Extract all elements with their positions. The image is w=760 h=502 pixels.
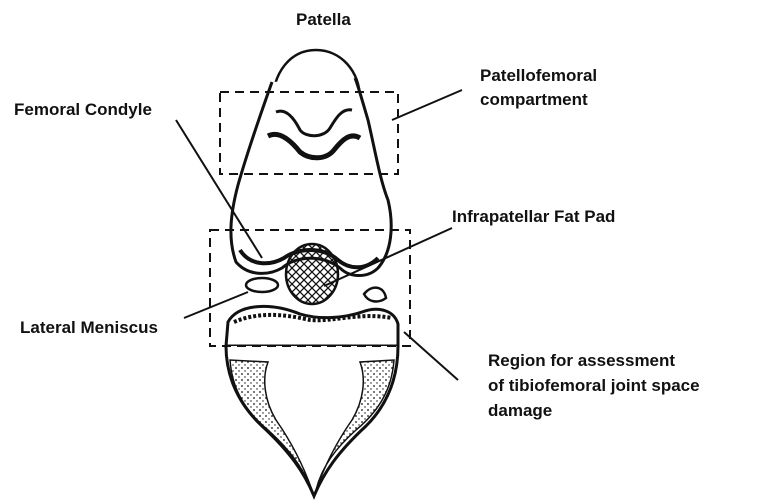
infrapatellar-label: Infrapatellar Fat Pad	[452, 206, 615, 228]
tibial-plateau	[226, 306, 398, 346]
leader-patellofemoral	[392, 90, 462, 120]
patellofemoral-label-line1: Patellofemoral	[480, 65, 597, 87]
patella-label: Patella	[296, 9, 351, 31]
region-label-line2: of tibiofemoral joint space	[488, 375, 700, 397]
region-label-line1: Region for assessment	[488, 350, 675, 372]
region-label-line3: damage	[488, 400, 552, 422]
medial-meniscus-shape	[364, 288, 386, 302]
lateral-meniscus-shape	[246, 278, 278, 292]
patellofemoral-label-line2: compartment	[480, 89, 588, 111]
infrapatellar-fat-pad	[286, 244, 338, 304]
femoral-condyle-label: Femoral Condyle	[14, 99, 152, 121]
leader-region	[404, 332, 458, 380]
lateral-meniscus-label: Lateral Meniscus	[20, 317, 158, 339]
